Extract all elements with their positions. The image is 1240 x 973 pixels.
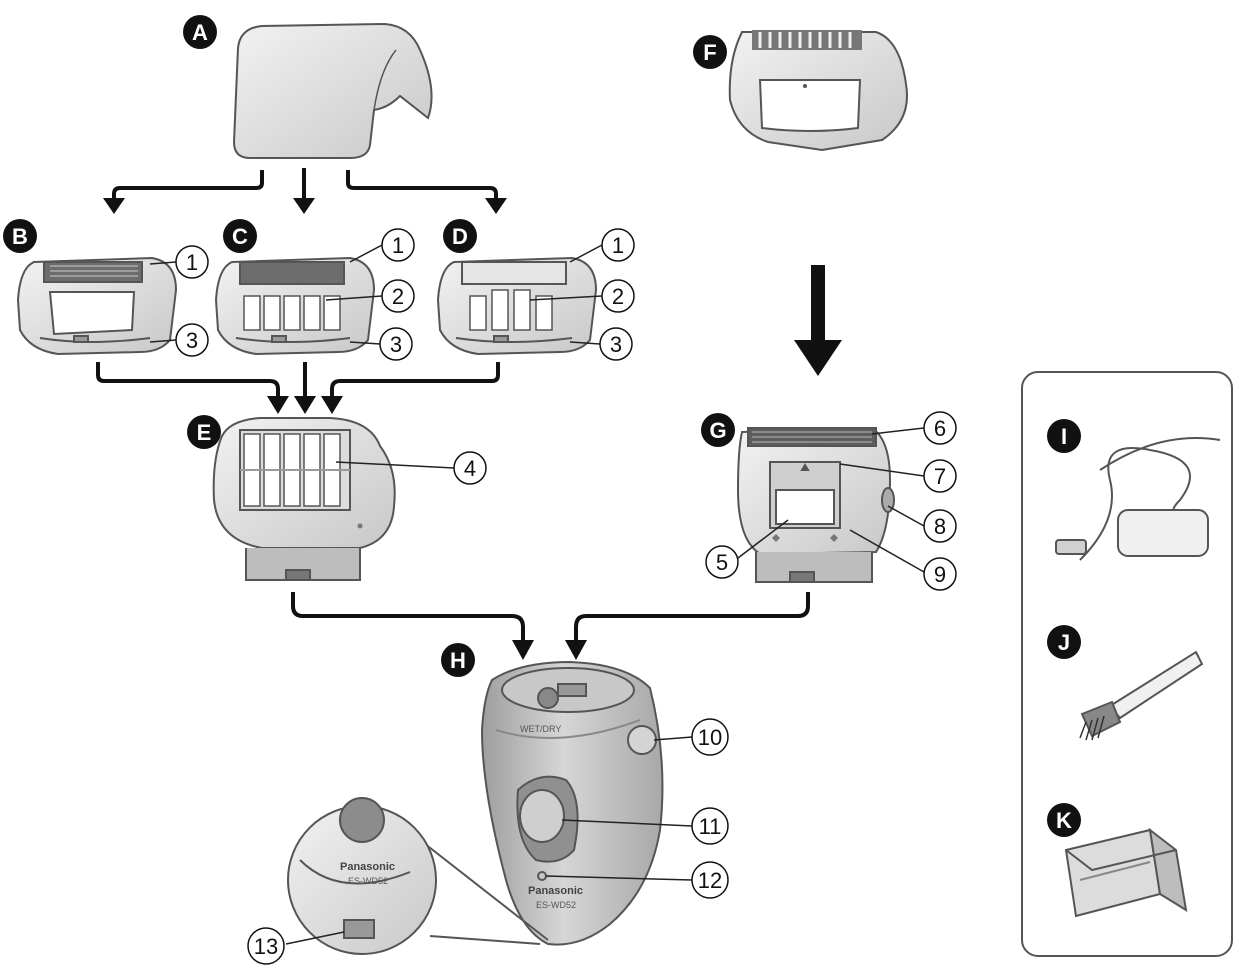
callout-c-3: 3	[379, 327, 413, 361]
svg-text:H: H	[450, 648, 466, 673]
callout-h-12: 12	[691, 861, 729, 899]
arrow-a-to-d-head	[485, 198, 507, 214]
arrow-e-to-h-head	[512, 640, 534, 660]
callout-g-6: 6	[923, 411, 957, 445]
badge-f: F	[693, 35, 727, 69]
inset-detail-circle	[287, 797, 549, 955]
part-b-shaver-cap	[16, 256, 178, 356]
badge-j: J	[1047, 625, 1081, 659]
inset-model-label: ES-WD52	[348, 876, 388, 886]
svg-text:G: G	[709, 418, 726, 443]
callout-g-7: 7	[923, 459, 957, 493]
svg-text:C: C	[232, 224, 248, 249]
brand-label: Panasonic	[528, 885, 583, 897]
svg-text:5: 5	[716, 550, 728, 575]
svg-text:J: J	[1058, 630, 1070, 655]
svg-text:11: 11	[699, 814, 722, 839]
svg-text:K: K	[1056, 808, 1072, 833]
svg-text:2: 2	[392, 284, 404, 309]
number-labels: 1 3 1 2 3 1 2 3 4 6 7 8 9 5 10 11 12 13	[175, 228, 957, 965]
part-d-attachment	[436, 256, 598, 356]
arrow-g-to-h-head	[565, 640, 587, 660]
callout-h-13: 13	[247, 927, 285, 965]
arrow-a-to-d	[346, 170, 498, 200]
svg-text:2: 2	[612, 284, 624, 309]
arrow-c-to-e-head	[294, 396, 316, 414]
callout-b-1: 1	[175, 245, 209, 279]
callout-c-2: 2	[381, 279, 415, 313]
svg-text:12: 12	[698, 868, 722, 893]
arrow-d-to-e	[330, 362, 500, 398]
arrow-e-to-h	[291, 592, 525, 642]
svg-text:D: D	[452, 224, 468, 249]
part-h-main-body	[480, 660, 664, 946]
part-c-attachment	[214, 256, 376, 356]
arrow-d-to-e-head	[321, 396, 343, 414]
badge-a: A	[183, 15, 217, 49]
badge-i: I	[1047, 419, 1081, 453]
callout-d-3: 3	[599, 327, 633, 361]
svg-text:E: E	[197, 420, 212, 445]
badge-d: D	[443, 219, 477, 253]
letter-badges: A F B C D E G H I J K	[3, 15, 1081, 837]
svg-text:6: 6	[934, 416, 946, 441]
connector-arrows	[96, 168, 842, 660]
arrow-a-to-c-head	[293, 198, 315, 214]
svg-text:B: B	[12, 224, 28, 249]
callout-c-1: 1	[381, 228, 415, 262]
callout-h-11: 11	[691, 807, 729, 845]
badge-h: H	[441, 643, 475, 677]
svg-text:13: 13	[254, 934, 278, 959]
callout-g-8: 8	[923, 509, 957, 543]
part-k-pouch	[1064, 827, 1188, 918]
svg-text:4: 4	[464, 456, 476, 481]
badge-c: C	[223, 219, 257, 253]
callout-e-4: 4	[453, 451, 487, 485]
svg-text:3: 3	[390, 332, 402, 357]
svg-text:9: 9	[934, 562, 946, 587]
callout-h-10: 10	[691, 718, 729, 756]
badge-k: K	[1047, 803, 1081, 837]
svg-text:8: 8	[934, 514, 946, 539]
callout-d-1: 1	[601, 228, 635, 262]
part-f-comb	[728, 30, 908, 152]
arrow-g-to-h	[574, 592, 810, 642]
arrow-b-to-e	[96, 362, 280, 398]
badge-g: G	[701, 413, 735, 447]
arrow-a-to-b	[112, 170, 264, 200]
callout-d-2: 2	[601, 279, 635, 313]
svg-text:1: 1	[612, 233, 624, 258]
callout-b-3: 3	[175, 323, 209, 357]
svg-text:1: 1	[392, 233, 404, 258]
part-j-cleaning-brush	[1079, 650, 1204, 741]
inset-brand-label: Panasonic	[340, 861, 395, 873]
callout-g-5: 5	[705, 545, 739, 579]
part-a-cap	[232, 22, 433, 159]
svg-text:3: 3	[186, 328, 198, 353]
svg-text:A: A	[192, 20, 208, 45]
svg-text:I: I	[1061, 424, 1067, 449]
part-i-ac-adapter	[1055, 437, 1221, 561]
arrow-f-to-g-head	[794, 340, 842, 376]
svg-text:3: 3	[610, 332, 622, 357]
arrow-b-to-e-head	[267, 396, 289, 414]
svg-text:7: 7	[934, 464, 946, 489]
badge-e: E	[187, 415, 221, 449]
svg-text:F: F	[703, 40, 716, 65]
number-callouts	[149, 244, 925, 945]
part-g-shaver-head	[736, 426, 895, 583]
part-e-epilation-head	[212, 417, 396, 581]
wet-dry-label: WET/DRY	[520, 724, 561, 734]
svg-text:10: 10	[698, 725, 722, 750]
badge-b: B	[3, 219, 37, 253]
model-label: ES-WD52	[536, 900, 576, 910]
callout-g-9: 9	[923, 557, 957, 591]
svg-text:1: 1	[186, 250, 198, 275]
arrow-a-to-b-head	[103, 198, 125, 214]
